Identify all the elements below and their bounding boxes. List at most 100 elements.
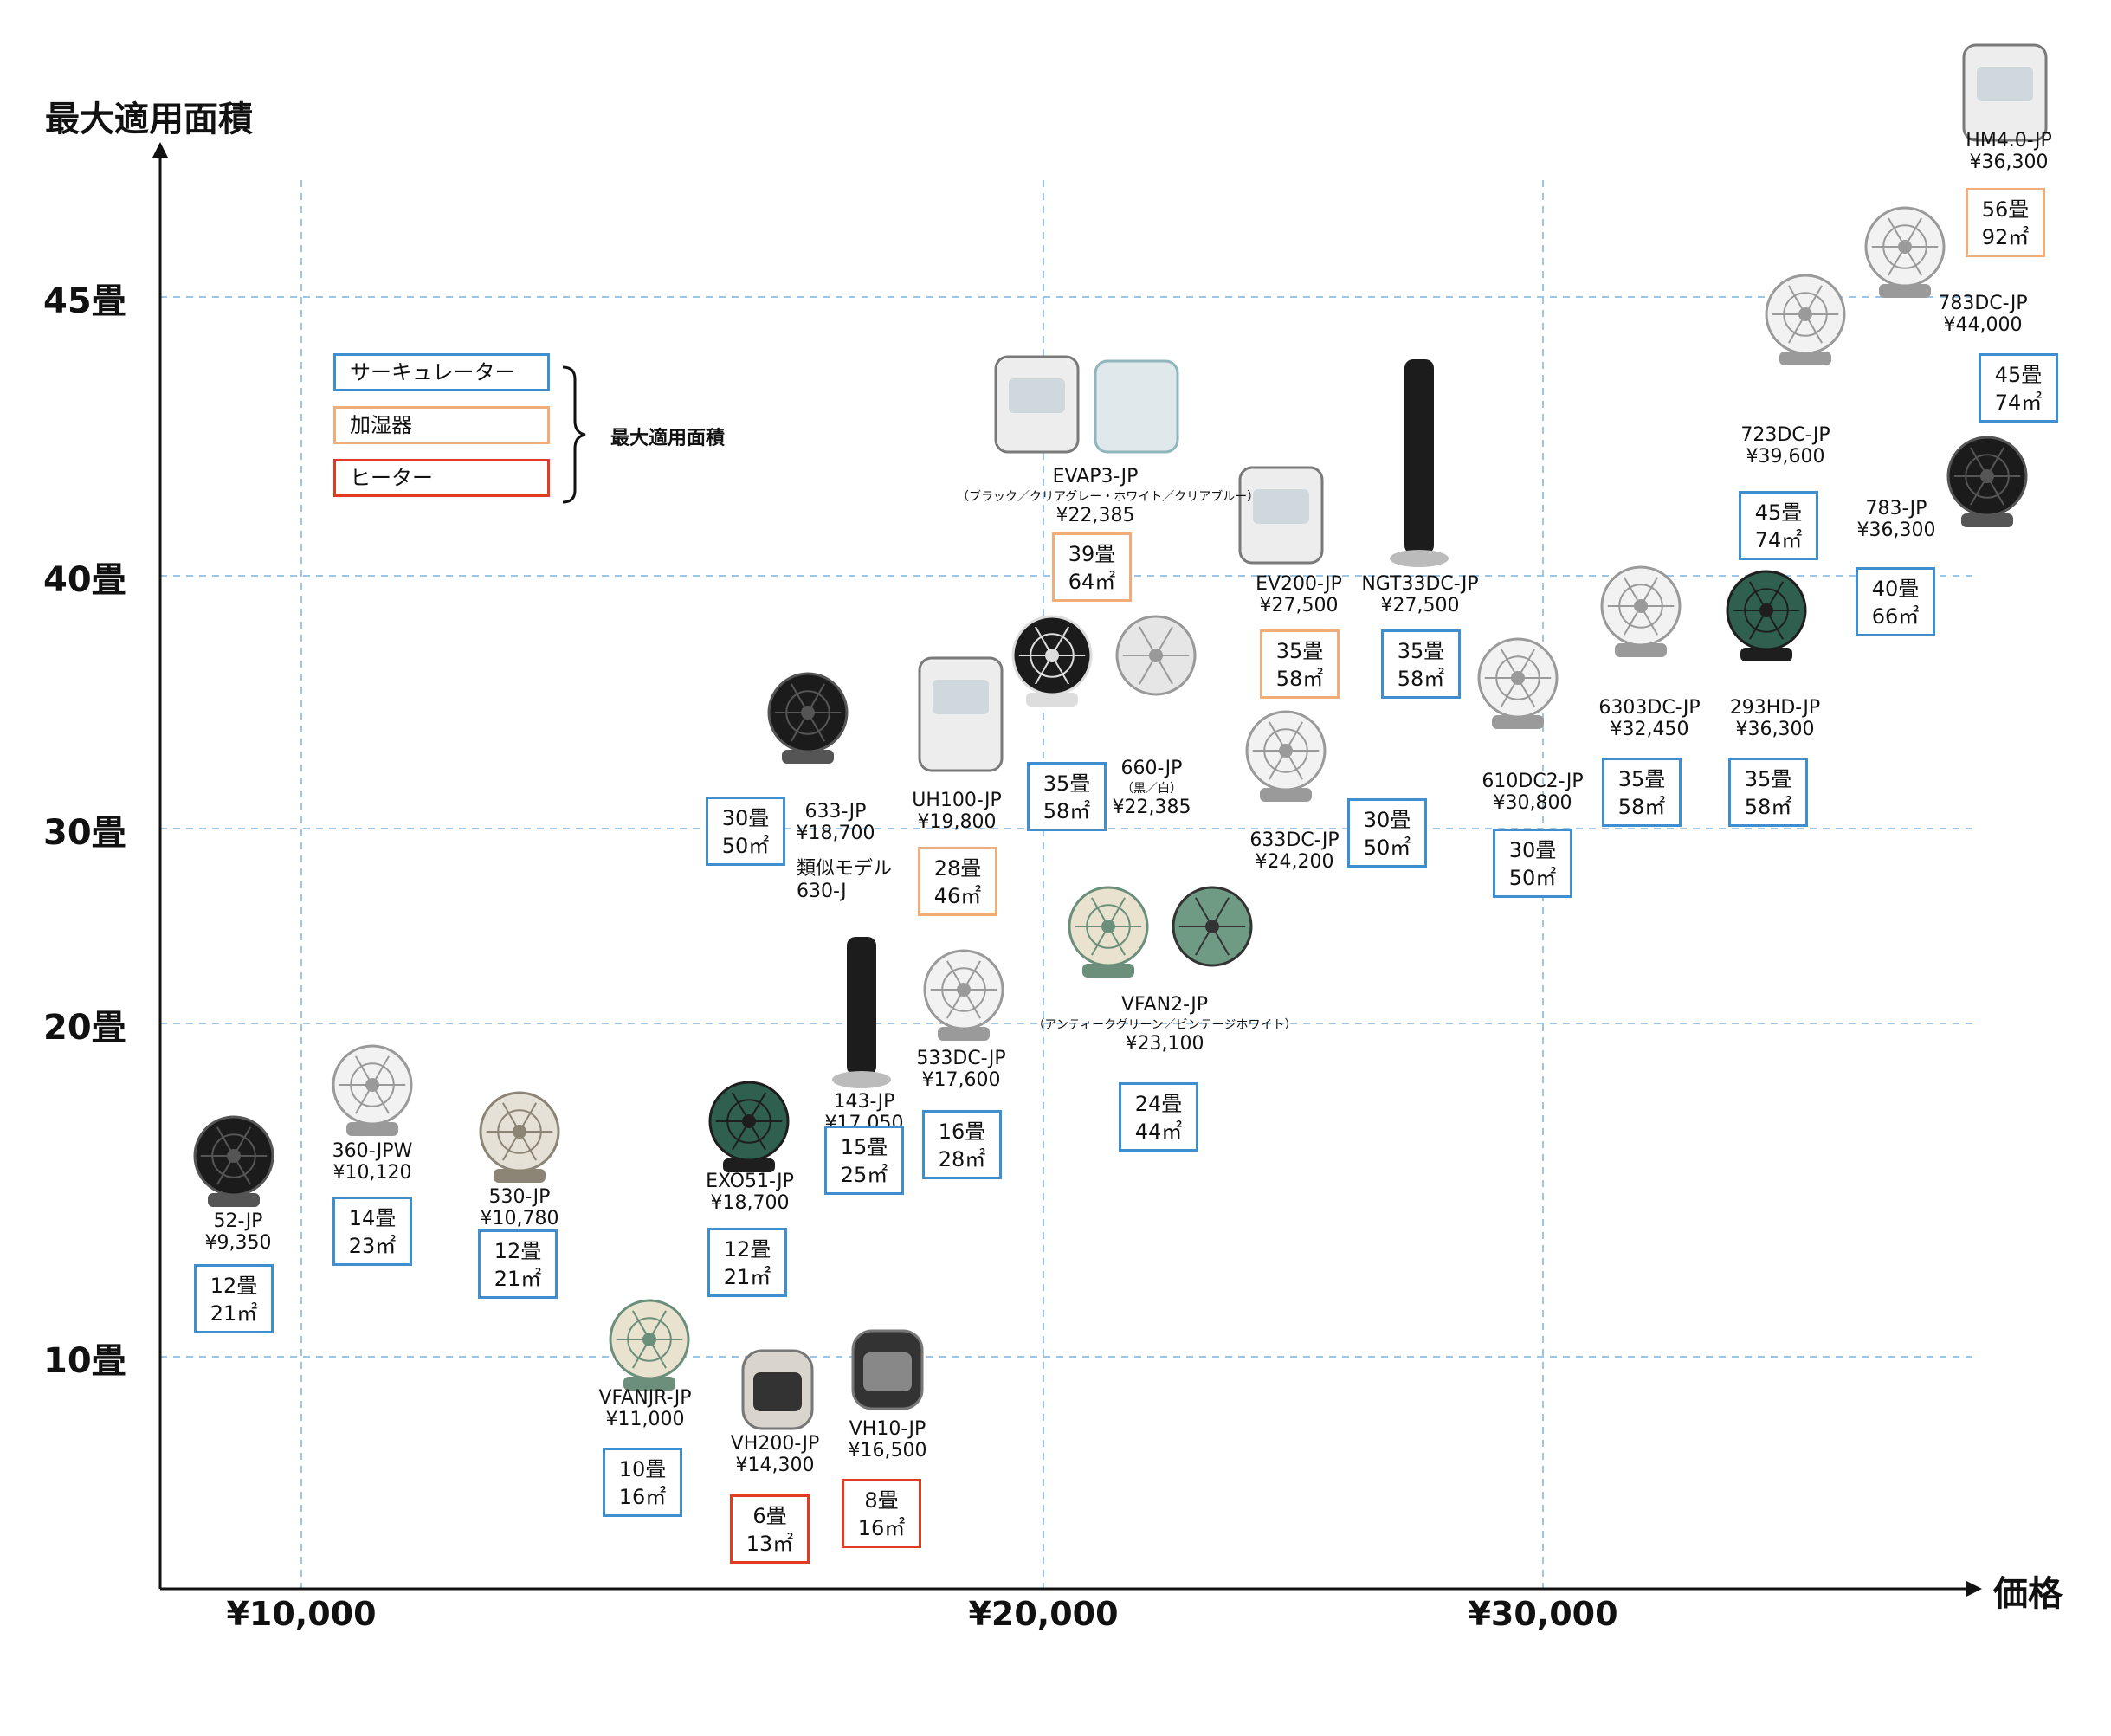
product-label: HM4.0-JP¥36,300 [1870,130,2111,173]
product-model: 610DC2-JP [1482,771,1584,792]
heater-black-icon [851,1329,924,1410]
area-m2: 58㎡ [1275,667,1324,691]
area-jo: 35畳 [1397,639,1445,663]
fan-white-icon [1864,206,1946,298]
product-price: ¥39,600 [1746,446,1825,468]
product-price: ¥10,120 [332,1162,412,1184]
product-model: 293HD-JP [1729,697,1821,719]
y-axis-title: 最大適用面積 [45,100,253,139]
area-m2: 50㎡ [721,834,770,858]
area-jo: 8畳 [864,1488,899,1513]
product-label: 783-JP¥36,300 [1758,498,2035,541]
product-price: ¥27,500 [1380,595,1460,616]
product-price: ¥14,300 [735,1455,815,1476]
product-note-line: 630-J [797,881,847,902]
x-axis-title: 価格 [1993,1574,2063,1614]
legend-item-humidifier: 加湿器 [333,406,550,444]
area-m2: 23㎡ [348,1234,397,1258]
fan-green-icon [1726,570,1807,661]
humidifier-icon [1962,43,2048,142]
product-price: ¥10,780 [480,1208,559,1229]
humidifier-icon [994,355,1179,454]
product-label: VFAN2-JP（アンティークグリーン／ビンテージホワイト）¥23,100 [1026,994,1303,1055]
area-m2: 21㎡ [494,1267,542,1291]
area-m2: 74㎡ [1994,390,2043,415]
humidifier-icon [1238,466,1324,565]
x-tick-label: ¥20,000 [968,1595,1119,1633]
area-jo: 35畳 [1043,771,1091,796]
product-label: 633-JP¥18,700 [697,801,974,844]
product-price: ¥44,000 [1943,314,2023,336]
area-jo: 10畳 [618,1457,667,1481]
product-model: 52-JP [213,1210,263,1232]
tower-fan-icon [1390,359,1449,567]
y-tick-label: 40畳 [43,560,126,600]
x-tick-label: ¥10,000 [226,1595,377,1633]
product-price: ¥16,500 [848,1440,927,1462]
area-m2: 25㎡ [840,1163,888,1187]
area-m2: 64㎡ [1068,570,1116,594]
fan-beige-icon [479,1091,560,1183]
area-m2: 92㎡ [1981,225,2030,249]
area-jo: 28畳 [933,856,982,881]
product-label: 52-JP¥9,350 [100,1210,377,1254]
fan-black-icon [193,1115,274,1207]
product-price: ¥30,800 [1493,792,1572,814]
product-label: VH200-JP¥14,300 [636,1433,913,1476]
area-m2: 74㎡ [1754,528,1803,552]
area-m2: 28㎡ [938,1147,986,1171]
area-m2: 16㎡ [618,1485,667,1509]
area-jo: 12畳 [210,1274,258,1298]
humidifier-icon [918,656,1004,772]
heater-icon [741,1349,814,1430]
product-model: EVAP3-JP [1052,466,1139,487]
fan-white-icon [332,1044,413,1136]
area-jo: 14畳 [348,1206,397,1230]
x-tick-label: ¥30,000 [1468,1595,1618,1633]
area-m2: 58㎡ [1397,667,1445,691]
product-price: ¥9,350 [204,1232,272,1254]
area-jo: 24畳 [1134,1092,1183,1116]
fan-white-icon [1477,637,1559,729]
y-tick-label: 10畳 [43,1341,126,1381]
product-price: ¥36,300 [1735,719,1815,740]
product-label: 783DC-JP¥44,000 [1844,293,2111,336]
product-label: EXO51-JP¥18,700 [611,1171,888,1214]
area-m2: 58㎡ [1744,795,1792,819]
fan-white-icon [1765,274,1846,365]
product-model: 360-JPW [332,1140,413,1162]
legend-item-circulator: サーキュレーター [333,353,550,391]
x-axis-arrow [1966,1581,1982,1597]
area-jo: 30畳 [721,806,770,830]
product-price: ¥19,800 [917,811,997,833]
product-variant: （ブラック／クリアグレー・ホワイト／クリアブルー） [957,490,1260,504]
product-model: VFANJR-JP [598,1387,692,1409]
product-label: 633DC-JP¥24,200 [1156,829,1433,873]
area-m2: 66㎡ [1871,604,1920,629]
product-label: 723DC-JP¥39,600 [1647,424,1924,468]
area-jo: 16畳 [938,1120,986,1144]
area-m2: 16㎡ [857,1516,906,1540]
area-jo: 35畳 [1744,767,1792,791]
tower-fan-icon [832,937,891,1088]
product-variant: （黒／白） [1121,782,1182,796]
product-model: EXO51-JP [706,1171,794,1192]
area-jo: 45畳 [1754,500,1803,525]
product-model: 533DC-JP [916,1048,1006,1069]
fan-black-white-icon [1011,615,1197,707]
